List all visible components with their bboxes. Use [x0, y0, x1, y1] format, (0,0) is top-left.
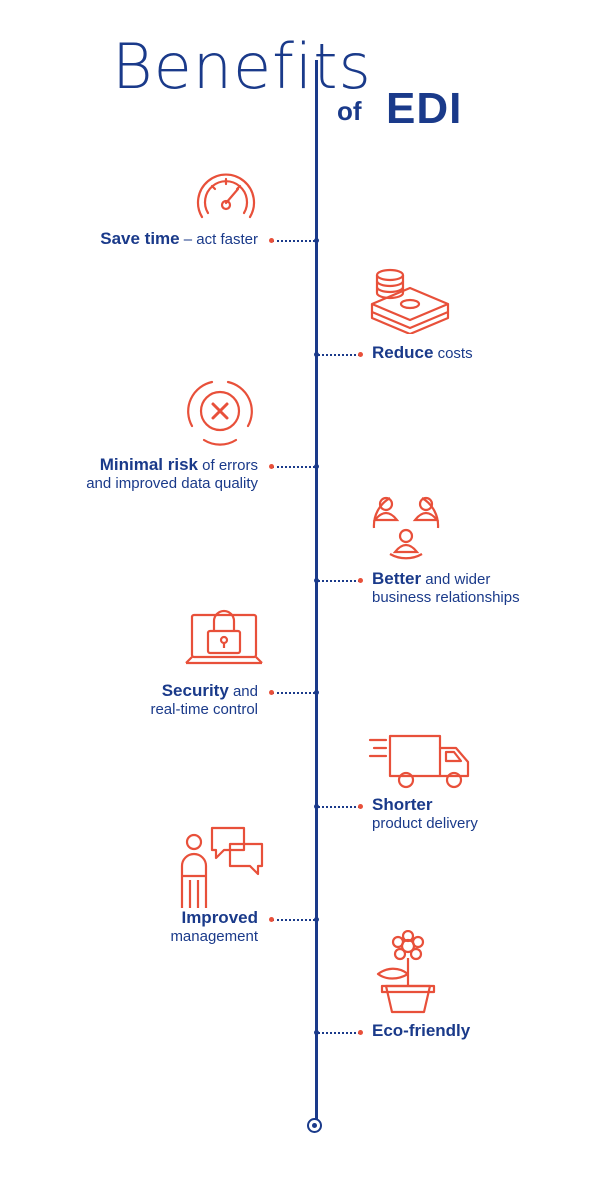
connector-dot	[358, 578, 363, 583]
connector-dot	[269, 238, 274, 243]
connector	[318, 1032, 360, 1034]
benefit-security-label: Security and real-time control	[150, 681, 258, 719]
connector-dot	[358, 1030, 363, 1035]
connector-dot	[269, 464, 274, 469]
benefit-shorter-delivery-label: Shorter product delivery	[372, 795, 478, 833]
timeline-tick	[314, 690, 319, 695]
people-network-icon	[372, 496, 440, 560]
timeline-end-node	[307, 1118, 322, 1133]
benefit-improved-management-label: Improved management	[170, 908, 258, 946]
connector-dot	[358, 804, 363, 809]
benefit-reduce-costs-label: Reduce costs	[372, 343, 473, 363]
connector	[272, 240, 315, 242]
timeline-tick	[314, 238, 319, 243]
error-x-icon	[187, 380, 253, 446]
timeline-tick	[314, 917, 319, 922]
connector-dot	[269, 690, 274, 695]
connector-dot	[358, 352, 363, 357]
connector	[272, 919, 315, 921]
timeline-tick	[314, 804, 319, 809]
title-benefits: Benefits	[112, 30, 372, 103]
timeline-line	[315, 60, 318, 1120]
title-edi: EDI	[386, 84, 463, 133]
timeline-tick	[314, 578, 319, 583]
laptop-lock-icon	[185, 609, 263, 665]
connector-dot	[269, 917, 274, 922]
flower-pot-icon	[376, 930, 436, 1014]
connector	[272, 466, 315, 468]
timeline-tick	[314, 352, 319, 357]
speedometer-icon	[196, 173, 256, 219]
connector	[272, 692, 315, 694]
benefit-save-time-label: Save time – act faster	[100, 229, 258, 249]
money-stack-icon	[370, 268, 450, 334]
benefit-eco-friendly-label: Eco-friendly	[372, 1021, 471, 1040]
delivery-truck-icon	[368, 734, 470, 789]
timeline-tick	[314, 464, 319, 469]
timeline-tick	[314, 1030, 319, 1035]
connector	[318, 354, 360, 356]
benefit-minimal-risk-label: Minimal risk of errors and improved data…	[86, 455, 258, 493]
benefit-better-relationships-label: Better and wider business relationships	[372, 569, 520, 607]
person-speech-icon	[180, 826, 264, 908]
connector	[318, 806, 360, 808]
title-of: of	[337, 96, 362, 126]
connector	[318, 580, 360, 582]
